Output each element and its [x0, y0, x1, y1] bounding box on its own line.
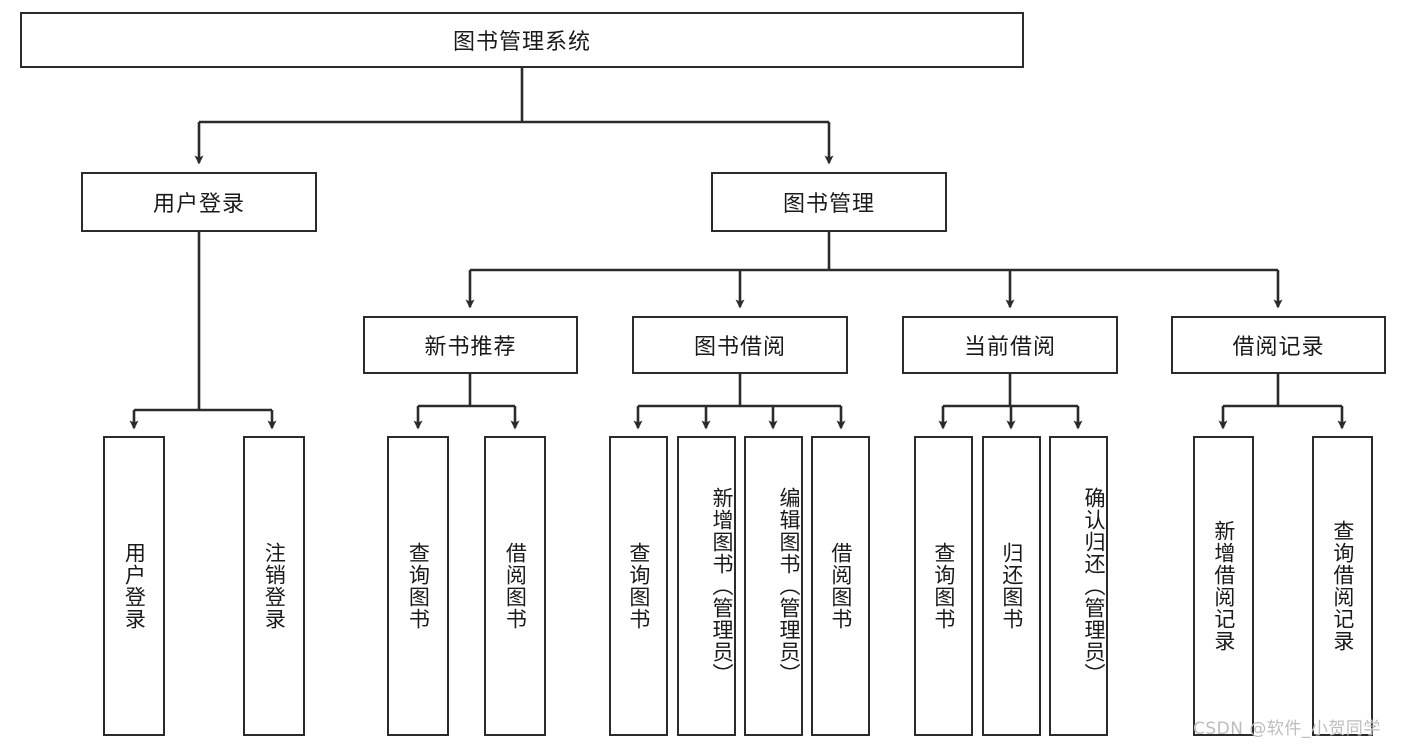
csdn-watermark: CSDN @软件_小贺同学 — [1193, 719, 1381, 739]
node-label: 确认归还（管理员） — [1082, 487, 1106, 685]
node-leaf-query-book-1[interactable]: 查询图书 — [387, 436, 449, 736]
node-label: 新增图书（管理员） — [710, 487, 734, 685]
node-label: 编辑图书（管理员） — [777, 487, 801, 685]
node-label: 图书管理系统 — [452, 30, 591, 55]
node-borrow-record[interactable]: 借阅记录 — [1171, 316, 1386, 374]
node-new-book-recommend[interactable]: 新书推荐 — [363, 316, 578, 374]
node-label: 查询图书 — [931, 542, 956, 630]
node-label: 用户登录 — [152, 192, 245, 217]
node-leaf-query-book-2[interactable]: 查询图书 — [609, 436, 668, 736]
node-label: 借阅图书 — [828, 542, 853, 630]
node-label: 当前借阅 — [963, 335, 1056, 360]
edge-group-user-login — [129, 232, 277, 430]
edge-group-book-borrow — [633, 374, 846, 430]
node-leaf-return-book[interactable]: 归还图书 — [982, 436, 1041, 736]
node-label: 查询图书 — [626, 542, 651, 630]
edge-group-root — [194, 68, 834, 165]
node-label: 归还图书 — [999, 542, 1024, 630]
node-label: 查询借阅记录 — [1330, 520, 1355, 652]
node-leaf-confirm-return-admin[interactable]: 确认归还（管理员） — [1049, 436, 1108, 736]
node-leaf-logout-login[interactable]: 注销登录 — [243, 436, 305, 736]
node-current-borrow[interactable]: 当前借阅 — [902, 316, 1118, 374]
node-leaf-add-borrow-record[interactable]: 新增借阅记录 — [1193, 436, 1254, 736]
node-label: 借阅记录 — [1232, 335, 1325, 360]
node-book-borrow[interactable]: 图书借阅 — [632, 316, 848, 374]
node-label: 借阅图书 — [503, 542, 528, 630]
node-system-title[interactable]: 图书管理系统 — [20, 12, 1024, 68]
node-leaf-add-book-admin[interactable]: 新增图书（管理员） — [677, 436, 736, 736]
node-label: 新书推荐 — [424, 335, 517, 360]
node-user-login[interactable]: 用户登录 — [81, 172, 317, 232]
node-label: 用户登录 — [122, 542, 147, 630]
node-label: 新增借阅记录 — [1211, 520, 1236, 652]
node-leaf-query-book-3[interactable]: 查询图书 — [914, 436, 973, 736]
node-label: 查询图书 — [406, 542, 431, 630]
node-leaf-borrow-book-2[interactable]: 借阅图书 — [811, 436, 870, 736]
edge-group-new-book-recommend — [413, 374, 520, 430]
node-label: 注销登录 — [262, 542, 287, 630]
node-leaf-query-borrow-record[interactable]: 查询借阅记录 — [1312, 436, 1373, 736]
node-leaf-borrow-book-1[interactable]: 借阅图书 — [484, 436, 546, 736]
node-label: 图书借阅 — [693, 335, 786, 360]
node-label: 图书管理 — [782, 192, 875, 217]
edge-group-book-management — [465, 232, 1283, 309]
node-leaf-edit-book-admin[interactable]: 编辑图书（管理员） — [744, 436, 803, 736]
edge-group-borrow-record — [1218, 374, 1347, 430]
node-book-management[interactable]: 图书管理 — [711, 172, 947, 232]
node-leaf-user-login[interactable]: 用户登录 — [103, 436, 165, 736]
edge-group-current-borrow — [938, 374, 1083, 430]
